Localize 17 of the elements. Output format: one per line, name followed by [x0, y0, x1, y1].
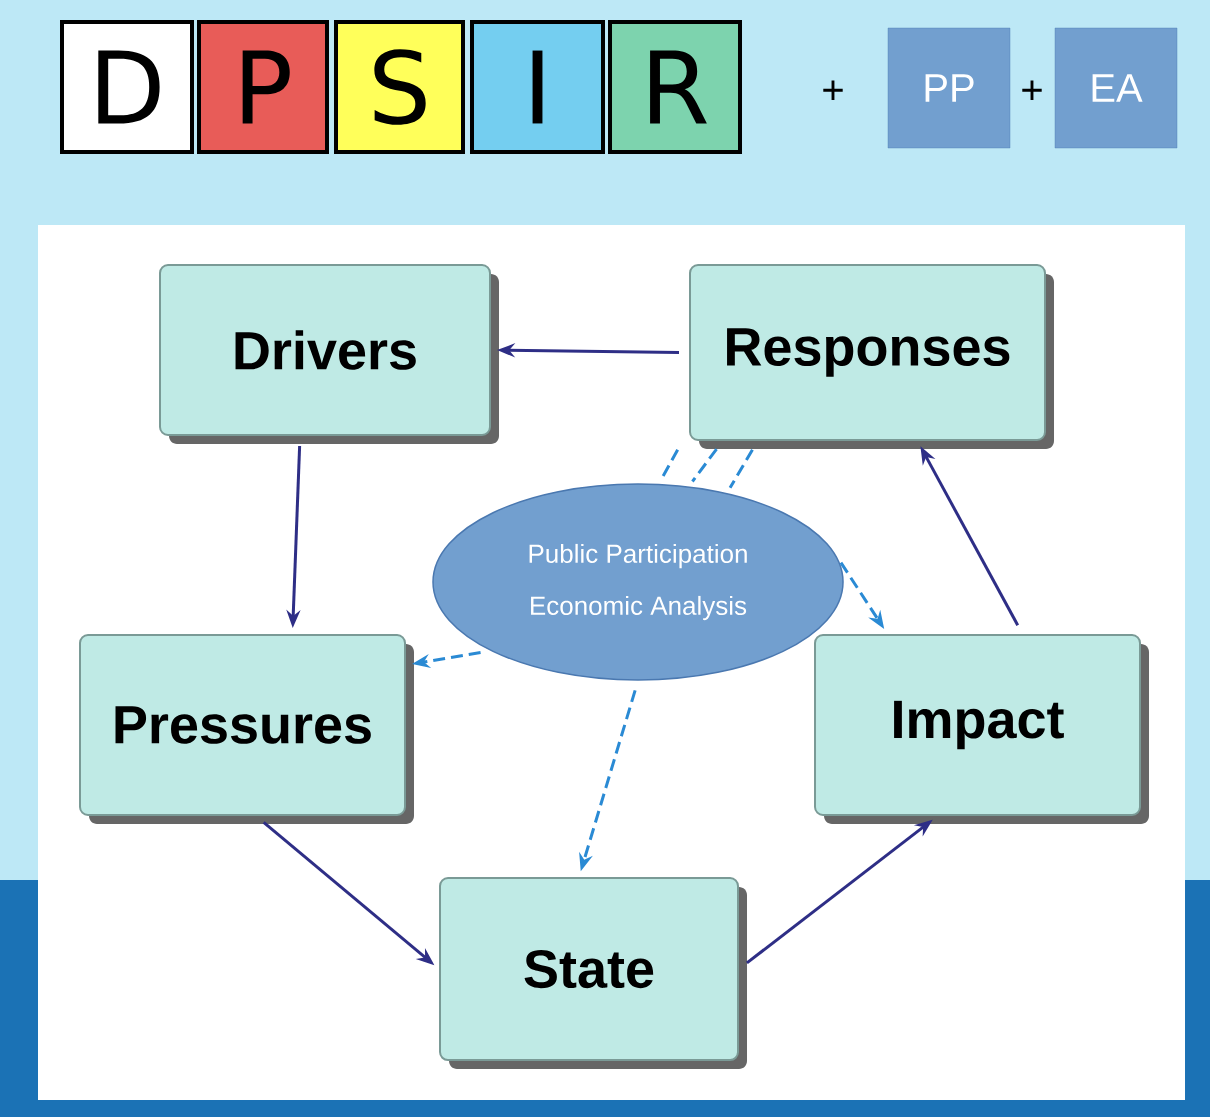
letter-tile: D — [60, 20, 194, 154]
letter-tile: R — [608, 20, 742, 154]
stage-box: Drivers — [159, 264, 499, 444]
abbreviation-box: EA — [1054, 27, 1178, 149]
connector-line — [660, 449, 679, 480]
letter-tile: P — [197, 20, 329, 154]
stage-box: Pressures — [79, 634, 414, 824]
stage-box: Responses — [689, 264, 1054, 449]
connector-line — [691, 448, 718, 483]
abbreviation-box: PP — [887, 27, 1011, 149]
plus-sign: + — [1022, 80, 1042, 101]
letter-tile: I — [470, 20, 605, 154]
plus-sign: + — [823, 80, 843, 101]
stage-box: State — [439, 877, 747, 1069]
letter-tile: S — [334, 20, 465, 154]
stage-box: Impact — [814, 634, 1149, 824]
connector-line — [728, 448, 754, 489]
